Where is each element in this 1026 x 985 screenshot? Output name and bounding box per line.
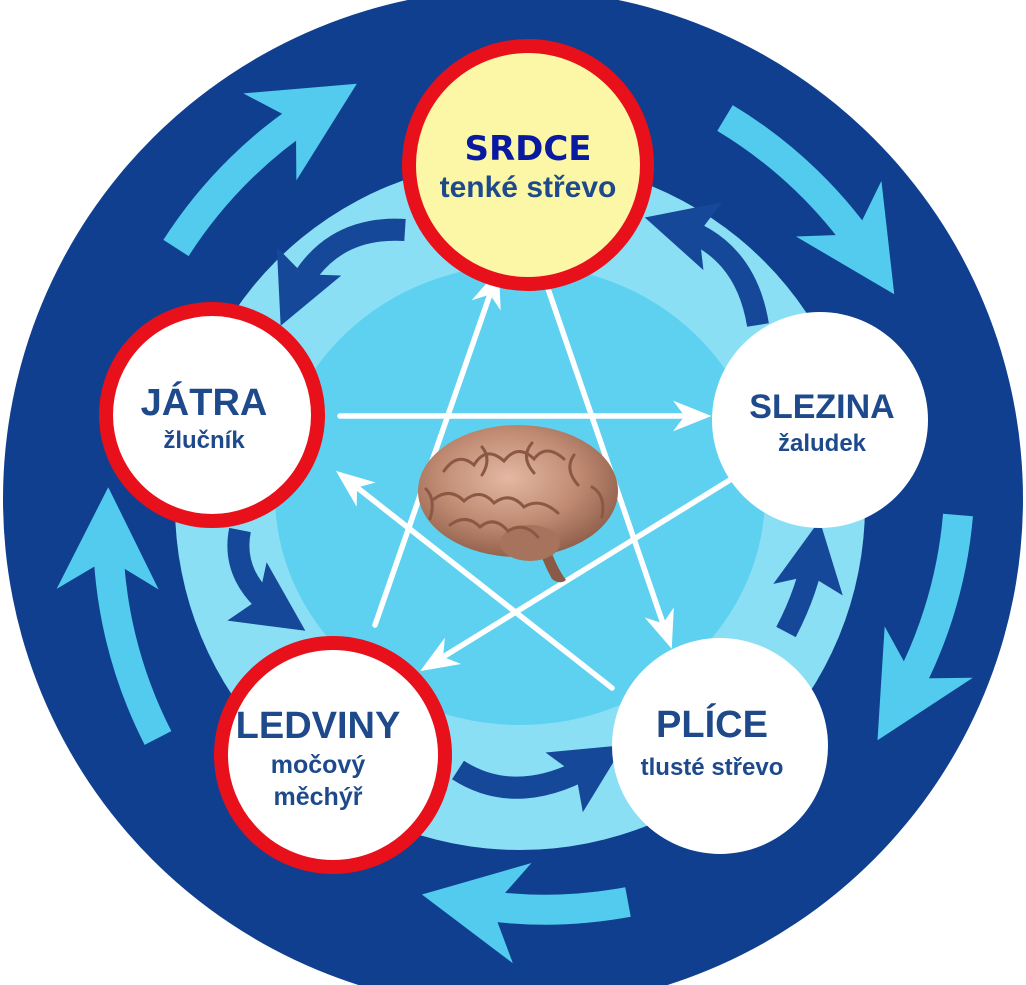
node-plice-title: PLÍCE	[656, 702, 768, 746]
node-jatra-title: JÁTRA	[141, 380, 268, 424]
node-ledviny-title: LEDVINY	[236, 705, 401, 747]
node-srdce-sub: tenké střevo	[440, 171, 617, 204]
node-ledviny[interactable]: LEDVINY močový měchýř	[221, 643, 445, 867]
node-jatra-sub: žlučník	[163, 427, 245, 454]
node-ledviny-sub1: močový	[271, 751, 366, 779]
node-plice-circle	[612, 638, 828, 854]
node-plice[interactable]: PLÍCE tlusté střevo	[612, 638, 828, 854]
node-slezina-title: SLEZINA	[749, 388, 894, 426]
node-plice-sub: tlusté střevo	[641, 754, 784, 781]
node-jatra[interactable]: JÁTRA žlučník	[106, 309, 318, 521]
node-ledviny-sub2: měchýř	[274, 783, 363, 811]
node-slezina[interactable]: SLEZINA žaludek	[712, 312, 928, 528]
outer-arrow-bottom	[462, 902, 628, 910]
node-srdce[interactable]: SRDCE tenké střevo	[409, 46, 647, 284]
node-slezina-sub: žaludek	[778, 430, 867, 457]
node-srdce-title: SRDCE	[464, 129, 591, 169]
